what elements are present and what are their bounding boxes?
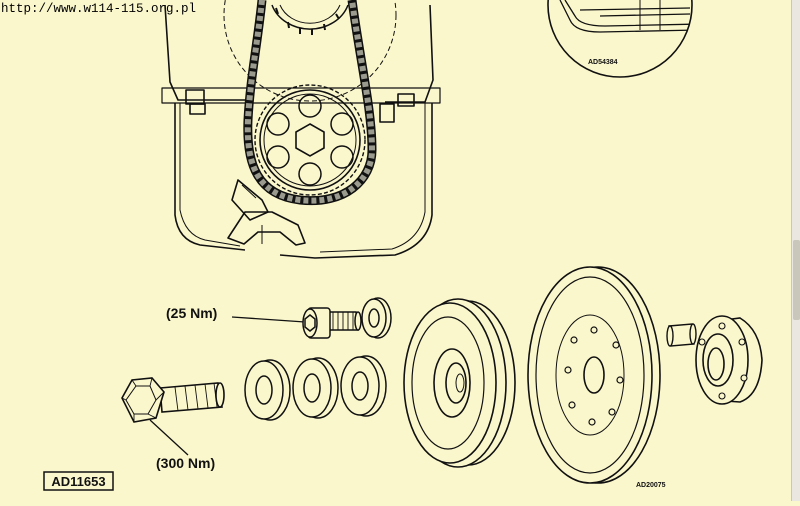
detail-inset: AD54384 [547,0,693,78]
detail-indicator-circle [223,0,397,102]
diagram-stage: http://www.w114-115.org.pl [1,0,763,491]
spacer-ring-3 [340,355,387,417]
leader-line-300nm [149,419,189,456]
dowel-pin [666,323,697,347]
timing-chain [243,0,377,206]
timing-chain-diagram: http://www.w114-115.org.pl [1,0,763,491]
small-washer [361,297,392,339]
crankshaft-hub [695,315,763,405]
torque-label-300nm: (300 Nm) [156,455,215,471]
vibration-damper [527,266,661,484]
small-bolt [302,307,362,339]
crankshaft-bolt [121,377,225,423]
spacer-ring-2 [292,357,339,419]
parts-figure-code: AD20075 [636,482,666,489]
figure-code-main: AD11653 [51,474,105,489]
inset-figure-code: AD54384 [588,59,618,66]
camshaft-sprocket [271,4,349,35]
torque-label-25nm: (25 Nm) [166,305,217,321]
engine-block [161,4,441,259]
url-text: http://www.w114-115.org.pl [1,2,196,16]
belt-pulley [403,298,516,468]
figure-code-box [43,471,114,491]
vertical-scrollbar[interactable] [791,0,800,501]
crankshaft-sprocket [254,84,366,196]
spacer-ring-1 [244,359,291,421]
leader-line-25nm [231,316,306,323]
scrollbar-thumb[interactable] [793,240,800,320]
